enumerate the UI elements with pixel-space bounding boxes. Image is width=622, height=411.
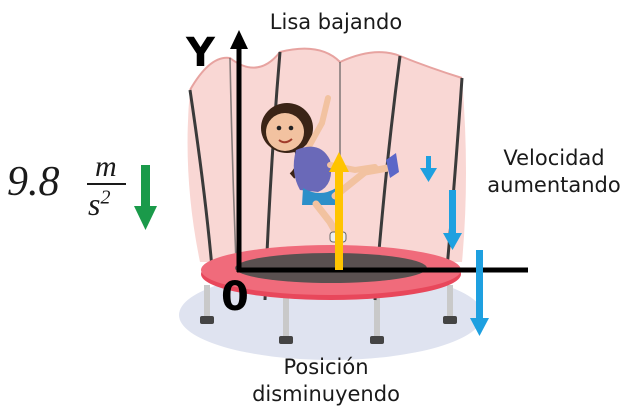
y-axis-label: Y xyxy=(186,30,215,76)
position-label: Posición disminuyendo xyxy=(226,355,426,407)
position-label-line2: disminuyendo xyxy=(252,382,400,407)
velocity-label-line1: Velocidad xyxy=(503,146,605,170)
acceleration-arrow xyxy=(134,165,157,230)
trampoline-legs xyxy=(204,285,453,338)
velocity-arrow-large xyxy=(470,250,489,336)
velocity-label-line2: aumentando xyxy=(487,173,621,198)
diagram-title: Lisa bajando xyxy=(269,10,403,34)
net-top-rim xyxy=(189,47,463,91)
lisa-figure xyxy=(261,95,399,243)
y-axis-arrowhead xyxy=(230,30,248,49)
velocity-label: Velocidad aumentando xyxy=(484,146,622,198)
position-arrow-shaft xyxy=(335,170,343,270)
velocity-arrow-small xyxy=(420,156,437,182)
velocity-arrow-medium xyxy=(443,190,462,250)
acceleration-exponent: 2 xyxy=(100,186,111,209)
origin-label: 0 xyxy=(221,274,249,320)
position-arrow-head xyxy=(329,152,349,172)
acceleration-denominator-base: s xyxy=(88,186,101,222)
acceleration-value: 9.8 xyxy=(7,159,60,205)
leg-feet xyxy=(200,316,457,344)
acceleration-denominator: s2 xyxy=(88,186,110,223)
acceleration-numerator: m xyxy=(95,150,117,183)
position-label-line1: Posición xyxy=(283,355,369,379)
